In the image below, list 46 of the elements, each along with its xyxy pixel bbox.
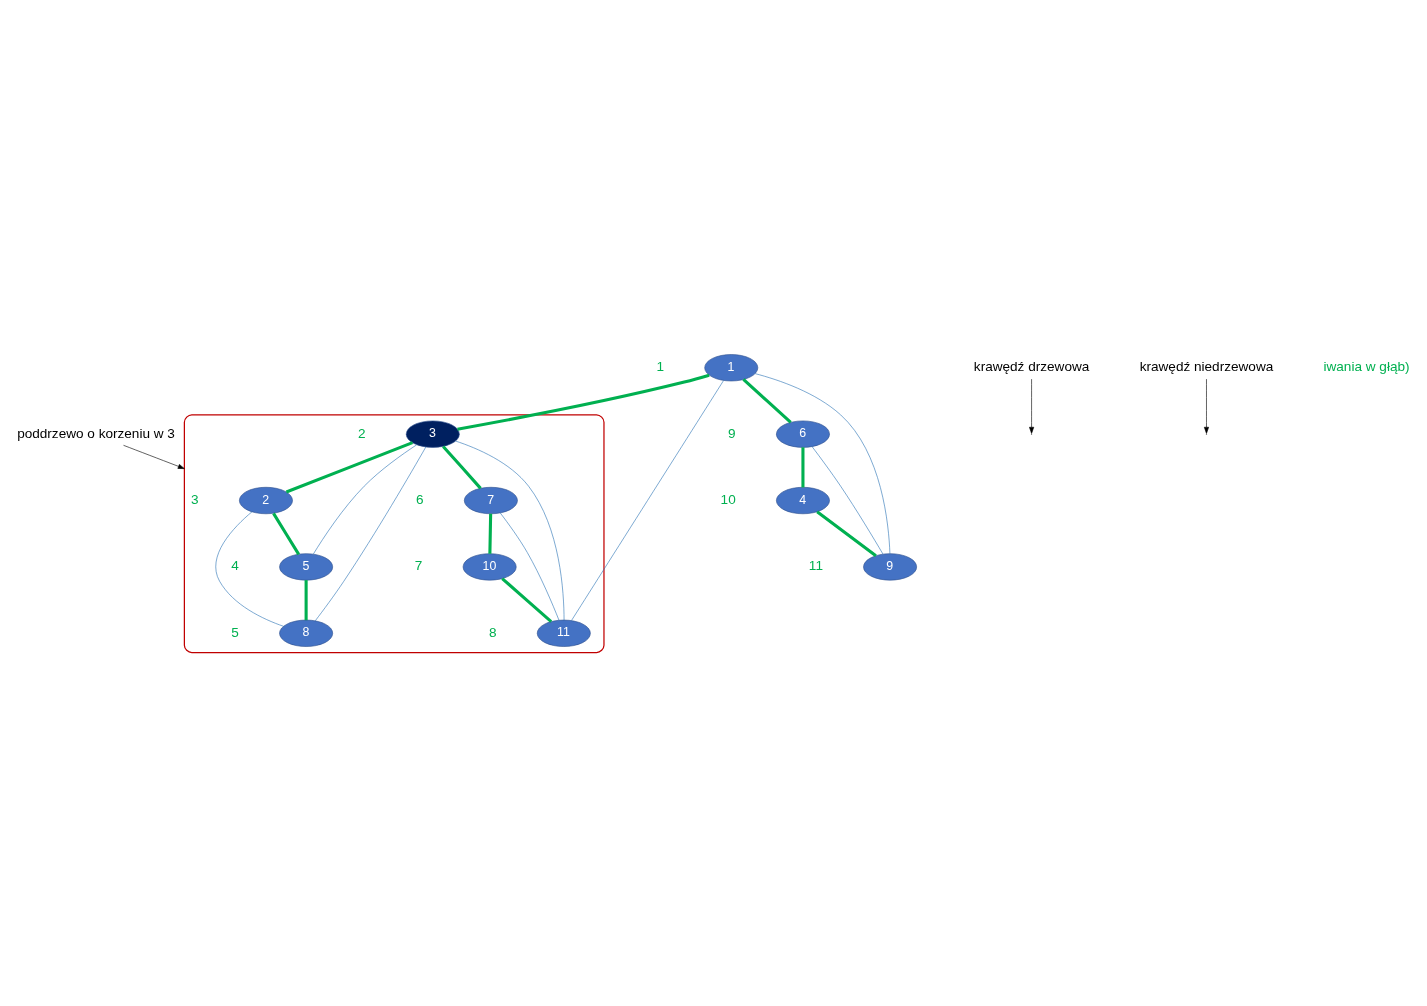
node-ellipse: 9 (863, 553, 917, 581)
node-ellipse: 4 (776, 486, 830, 515)
connector (457, 373, 710, 431)
label: iwania w głąb) (1323, 359, 1410, 375)
node-ellipse: 10 (462, 553, 517, 581)
connector (285, 441, 414, 494)
node-label: 2 (357, 425, 366, 441)
connector (499, 512, 560, 621)
node-ellipse: 2 (239, 486, 293, 515)
connector (571, 380, 724, 621)
connector (455, 440, 565, 621)
connector (801, 447, 805, 488)
connector (811, 446, 884, 555)
node-label: 11 (808, 558, 823, 574)
connector (742, 378, 792, 424)
connector (754, 373, 891, 554)
connector (501, 577, 553, 623)
connector (314, 446, 427, 622)
node-label: 10 (720, 491, 736, 507)
node-ellipse: 3 (405, 420, 460, 448)
node-label: 1 (656, 359, 664, 375)
connector (215, 511, 284, 627)
cluster (183, 414, 605, 654)
node-text: krawędź drzewowa (973, 359, 1090, 375)
node-label: 9 (728, 425, 736, 441)
node-ellipse: 7 (464, 486, 518, 515)
node-ellipse: 1 (704, 354, 759, 382)
node-label: 5 (231, 624, 239, 640)
node-label: 7 (414, 558, 423, 574)
node-ellipse: 6 (776, 420, 830, 448)
node-label: 4 (231, 558, 239, 574)
node-label: 6 (416, 491, 424, 507)
connector (442, 445, 482, 490)
node-ellipse: 8 (279, 619, 333, 647)
connector (272, 512, 301, 556)
connector (304, 580, 308, 621)
node-label: 3 (191, 491, 199, 507)
connector (313, 444, 418, 555)
arrow (123, 445, 185, 469)
connector (816, 510, 877, 557)
node-text: krawędź niedrzewowa (1139, 359, 1274, 375)
connector (488, 513, 493, 554)
node-ellipse: 5 (279, 553, 333, 581)
node-label: 8 (488, 624, 497, 640)
node-text: poddrzewo o korzeniu w 3 (17, 425, 175, 441)
node-ellipse: 11 (536, 619, 591, 647)
